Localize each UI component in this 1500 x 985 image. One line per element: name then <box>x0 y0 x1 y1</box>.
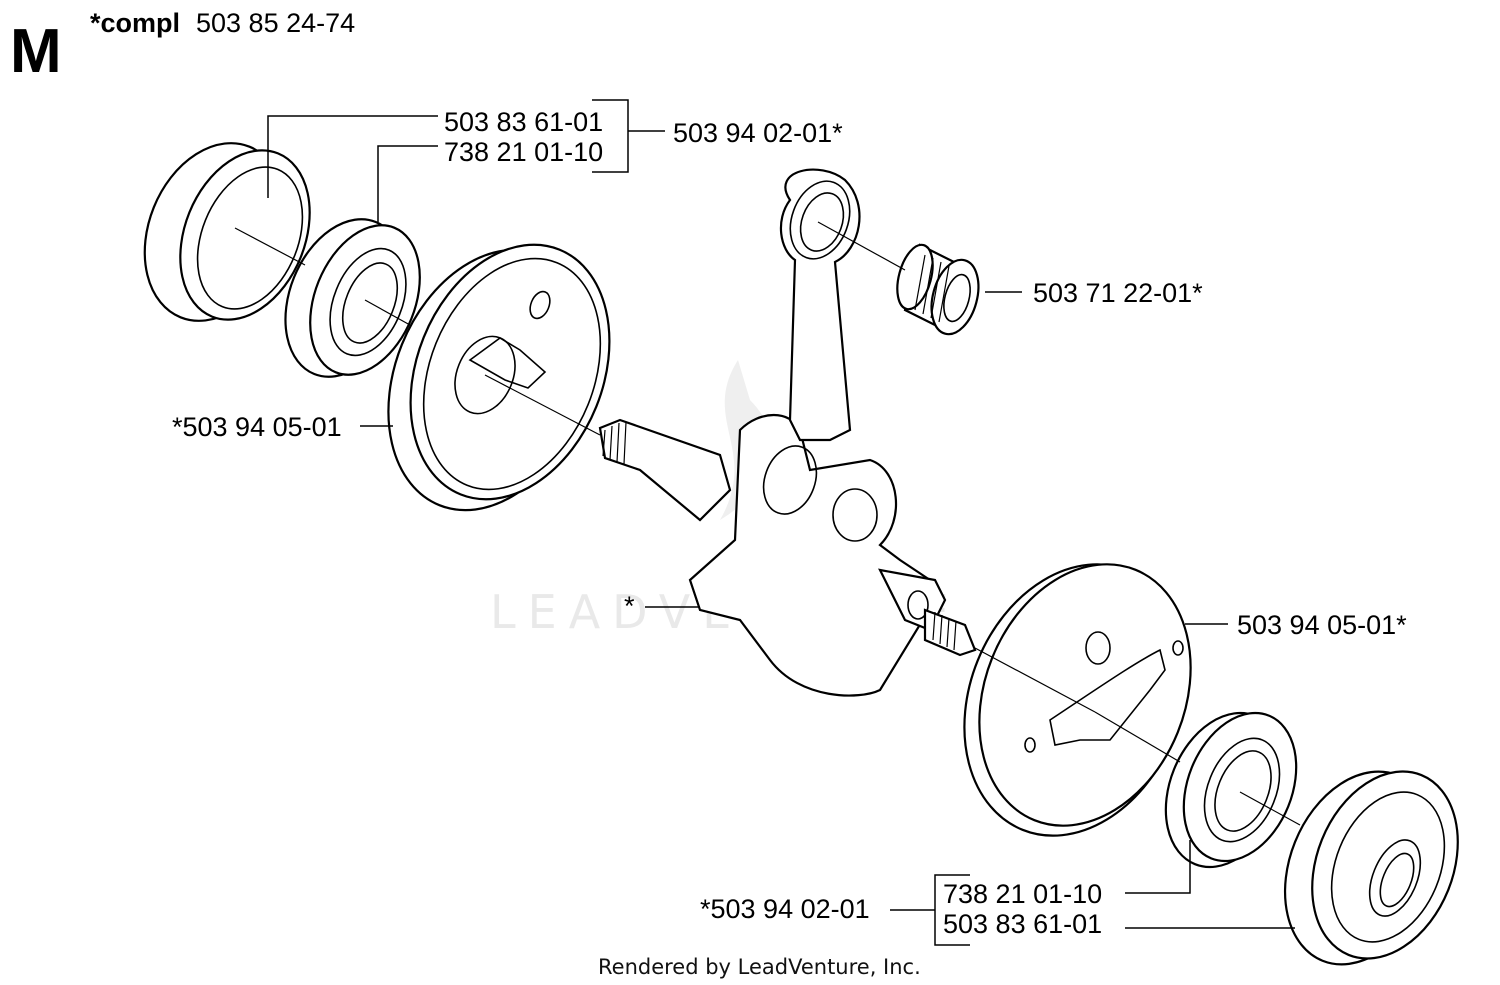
needle-bearing[interactable] <box>891 241 986 339</box>
compl-prefix: *compl <box>90 8 180 38</box>
label-seal-right-bottom[interactable]: 738 21 01-10 <box>943 879 1102 909</box>
right-seal[interactable] <box>1144 695 1317 885</box>
label-crankshaft-assembly[interactable]: * <box>624 591 635 621</box>
label-needle-bearing[interactable]: 503 71 22-01* <box>1033 278 1203 308</box>
connecting-rod[interactable] <box>779 168 861 442</box>
label-flywheel-half-left[interactable]: *503 94 05-01 <box>172 412 342 442</box>
label-flywheel-half-right[interactable]: 503 94 05-01* <box>1237 610 1407 640</box>
label-bearing-right-bottom[interactable]: 503 83 61-01 <box>943 909 1102 939</box>
label-bearing-kit-bottom[interactable]: *503 94 02-01 <box>700 894 870 924</box>
right-outer-bearing[interactable] <box>1258 749 1485 985</box>
right-flywheel-half[interactable] <box>925 531 1228 869</box>
rendered-by-footer: Rendered by LeadVenture, Inc. <box>598 955 921 979</box>
leader-lines <box>267 99 1295 946</box>
label-bearing-left-top[interactable]: 503 83 61-01 <box>444 107 603 137</box>
left-outer-bearing[interactable] <box>119 122 333 342</box>
crankshaft[interactable] <box>598 414 977 697</box>
left-seal[interactable] <box>263 201 440 394</box>
label-seal-left-top[interactable]: 738 21 01-10 <box>444 137 603 167</box>
compl-part-number: 503 85 24-74 <box>196 8 355 38</box>
section-letter: M <box>10 17 62 86</box>
label-bearing-kit-top[interactable]: 503 94 02-01* <box>673 118 843 148</box>
left-flywheel-half[interactable] <box>351 215 645 541</box>
assembly-axis-lines <box>234 221 1301 826</box>
